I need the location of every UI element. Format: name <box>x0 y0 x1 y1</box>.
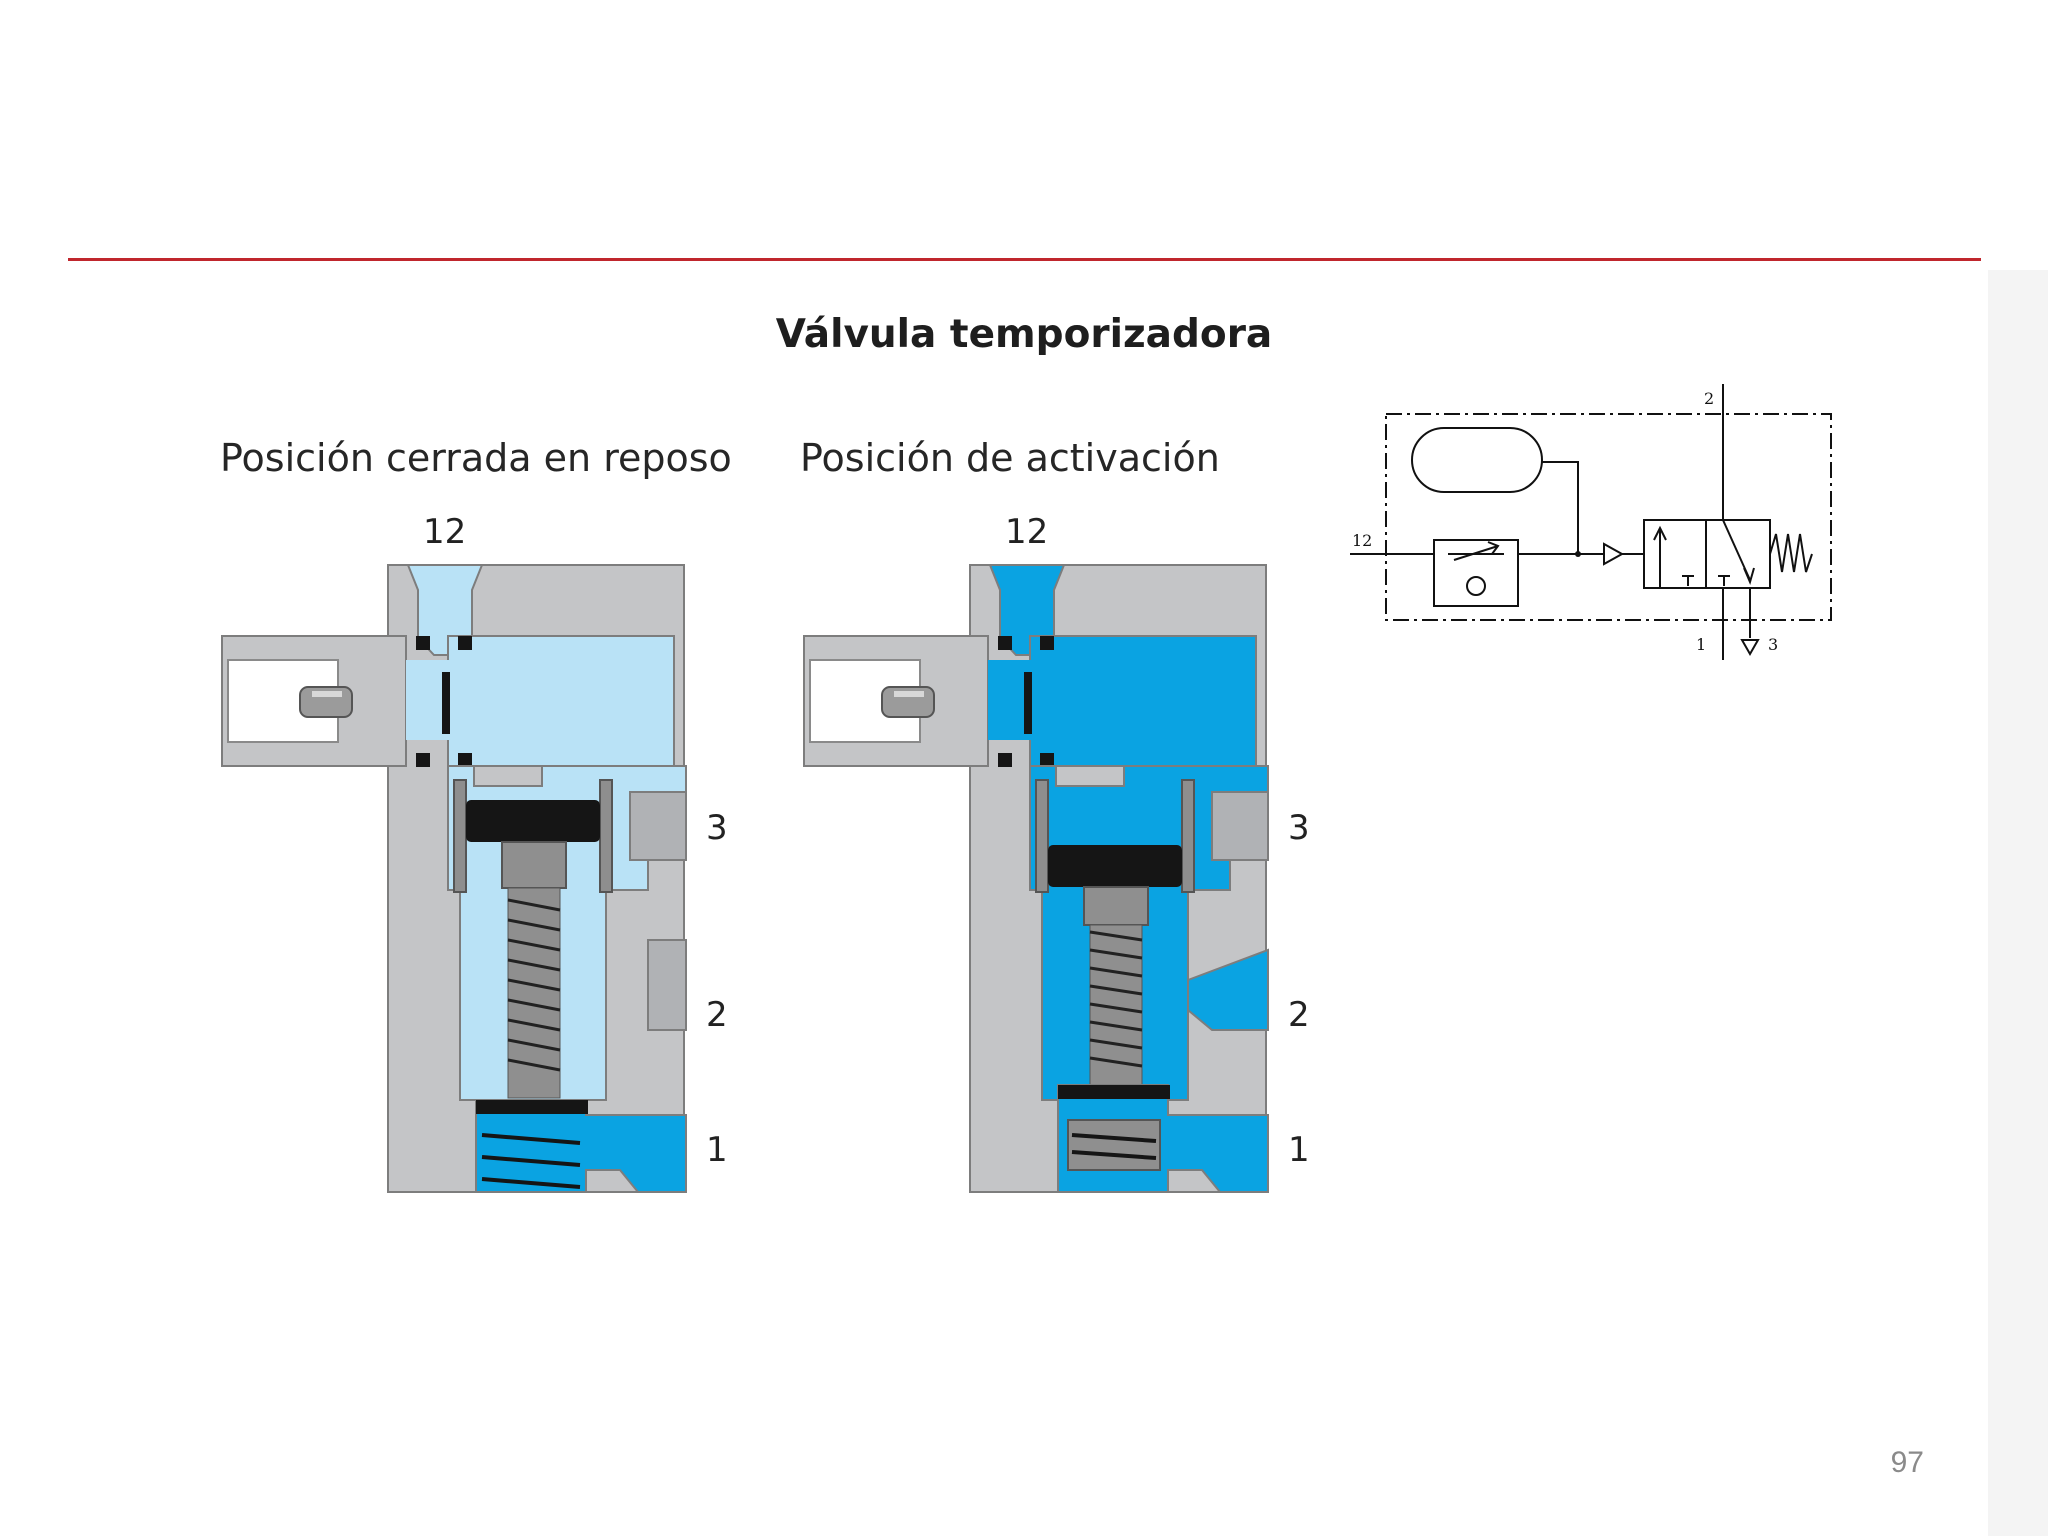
port-label-3-active: 3 <box>1288 808 1310 848</box>
slide-title: Válvula temporizadora <box>775 312 1273 357</box>
title-rule <box>68 258 1981 261</box>
page-number: 97 <box>1890 1446 1924 1479</box>
symbol-port-2: 2 <box>1704 389 1714 408</box>
port-label-2-active: 2 <box>1288 995 1310 1035</box>
symbol-port-1: 1 <box>1696 635 1706 654</box>
caption-rest: Posición cerrada en reposo <box>220 436 732 480</box>
symbol-port-3: 3 <box>1768 635 1778 654</box>
port-label-1-active: 1 <box>1288 1130 1310 1170</box>
port-label-12-rest: 12 <box>423 512 467 552</box>
port-label-2-rest: 2 <box>706 995 728 1035</box>
port-label-1-rest: 1 <box>706 1130 728 1170</box>
symbol-port-12: 12 <box>1352 531 1372 550</box>
caption-active: Posición de activación <box>800 436 1220 480</box>
port-label-3-rest: 3 <box>706 808 728 848</box>
page-edge-strip <box>1988 270 2048 1536</box>
pneumatic-symbol: 2 12 1 3 <box>1350 384 1832 660</box>
valve-active-diagram <box>803 564 1269 1193</box>
port-label-12-active: 12 <box>1005 512 1049 552</box>
valve-rest-diagram <box>221 564 687 1193</box>
